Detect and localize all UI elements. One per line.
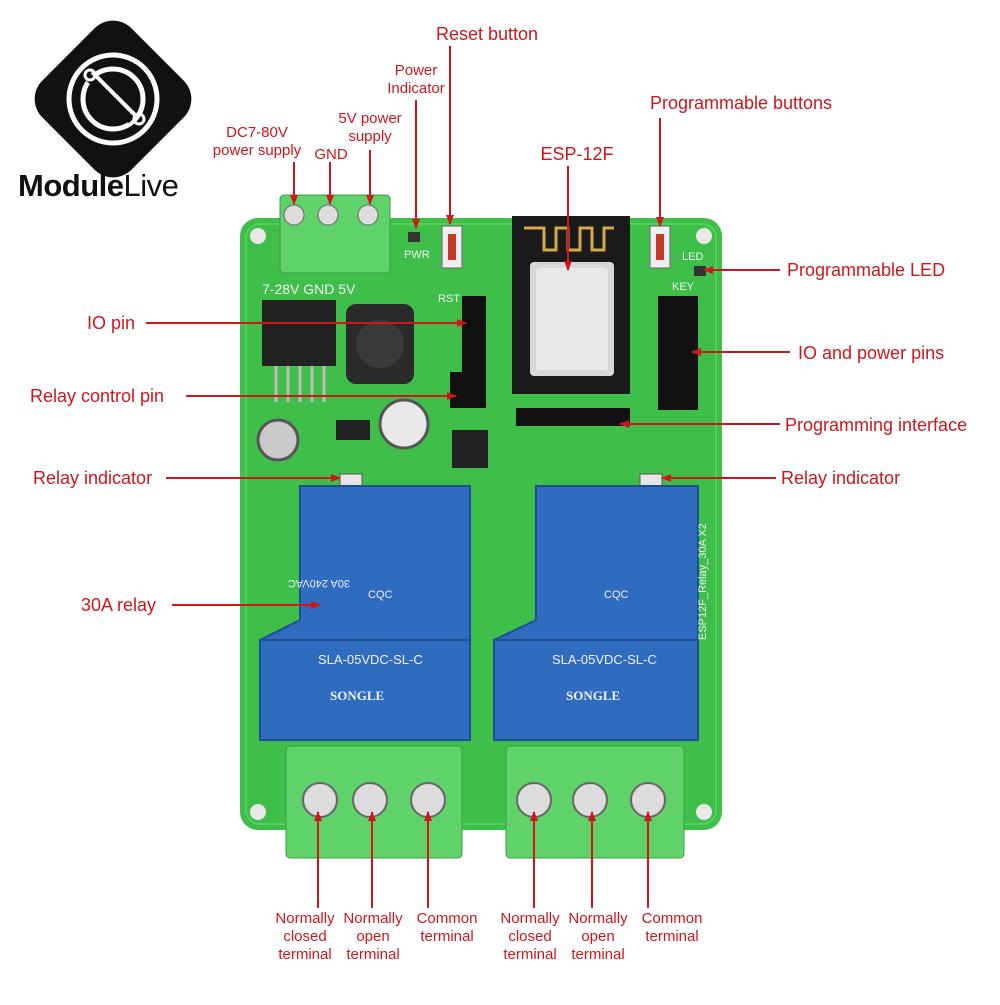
pwr-silkscreen: PWR [404,249,430,261]
esp12f-module [512,216,630,394]
relay1-model: SLA-05VDC-SL-C [318,652,423,667]
label-reset-button: Reset button [435,24,539,44]
label-terminal-nc1: Normally closed terminal [275,910,334,964]
label-relay-control-pin: Relay control pin [30,386,165,406]
relay1-cert: CQC [368,589,393,601]
inductor-core [356,320,404,368]
label-relay-indicator-left: Relay indicator [33,468,153,488]
label-terminal-com2-line1: Common [641,910,703,927]
label-5v-supply-line1: 5V power [338,110,402,127]
diode [336,420,370,440]
callout-arrows [146,46,790,908]
label-terminal-no1: Normally open terminal [343,910,402,964]
voltage-regulator [262,300,336,366]
relay2-brand: SONGLE [566,688,620,703]
program-button-cap [656,234,664,260]
label-terminal-no2-line3: terminal [571,946,625,963]
label-terminal-nc2-line1: Normally [500,910,560,927]
label-terminal-no2-line1: Normally [568,910,628,927]
label-terminal-no2-line2: open [581,928,615,945]
label-programmable-led: Programmable LED [787,260,946,280]
power-led-part [408,232,420,242]
key-silkscreen: KEY [672,281,695,293]
label-programming-interface: Programming interface [785,415,968,435]
capacitor-right [378,398,430,450]
programming-header [516,408,630,426]
label-terminal-com1-line1: Common [416,910,478,927]
module-live-logo [34,20,192,178]
label-gnd: GND [314,146,348,163]
relay-2 [493,485,699,741]
label-terminal-nc1-line2: closed [283,928,327,945]
label-terminal-nc1-line3: terminal [278,946,332,963]
label-io-power-pins: IO and power pins [798,343,945,363]
power-terminal-block [279,194,391,274]
brand-wordmark: ModuleLive [18,168,179,204]
label-dc-supply-line1: DC7-80V [226,124,288,141]
label-terminal-com1: Common terminal [417,910,478,946]
label-relay-indicator-right: Relay indicator [781,468,901,488]
label-terminal-no1-line1: Normally [343,910,403,927]
label-esp12f: ESP-12F [540,144,614,164]
label-terminal-nc1-line1: Normally [275,910,335,927]
relay1-indicator-led [339,473,363,487]
led-silkscreen: LED [682,251,703,263]
relay1-brand: SONGLE [330,688,384,703]
reset-button-cap [448,234,456,260]
brand-name-bold: Module [18,168,124,203]
label-terminal-no1-line3: terminal [346,946,400,963]
relay2-cert: CQC [604,589,629,601]
label-5v-supply-line2: supply [348,128,392,145]
io-pin-header [450,296,486,408]
label-terminal-no1-line2: open [356,928,390,945]
label-terminal-com1-line2: terminal [420,928,474,945]
label-programmable-buttons: Programmable buttons [649,93,833,113]
label-terminal-nc2: Normally closed terminal [500,910,559,964]
power-terminal-silkscreen: 7-28V GND 5V [262,281,356,297]
label-io-pin: IO pin [87,313,136,333]
label-terminal-com2-line2: terminal [645,928,699,945]
output-terminal-block-2 [505,745,685,859]
label-terminal-com2: Common terminal [642,910,703,946]
capacitor-left [256,418,300,462]
programmable-led-part [694,266,706,276]
relay2-model: SLA-05VDC-SL-C [552,652,657,667]
relay1-rating: 30A 240VAC [288,577,350,589]
label-dc-supply-line2: power supply [212,142,302,159]
label-power-indicator: Power Indicator [387,62,445,98]
relay-1 [259,485,471,741]
label-power-indicator-line2: Indicator [387,80,445,97]
transistor [452,430,488,468]
label-terminal-no2: Normally open terminal [568,910,627,964]
label-power-indicator-line1: Power [394,62,438,79]
label-30a-relay: 30A relay [81,595,157,615]
label-terminal-nc2-line3: terminal [503,946,557,963]
brand-name-light: Live [123,168,179,203]
label-5v-supply: 5V power supply [338,110,401,146]
label-terminal-nc2-line2: closed [508,928,552,945]
label-dc-supply: DC7-80V power supply [213,124,301,160]
relay2-indicator-led [639,473,663,487]
output-terminal-block-1 [285,745,463,859]
rst-silkscreen: RST [438,293,460,305]
board-name-silkscreen: ESP12F_Relay_30A X2 [697,523,709,640]
